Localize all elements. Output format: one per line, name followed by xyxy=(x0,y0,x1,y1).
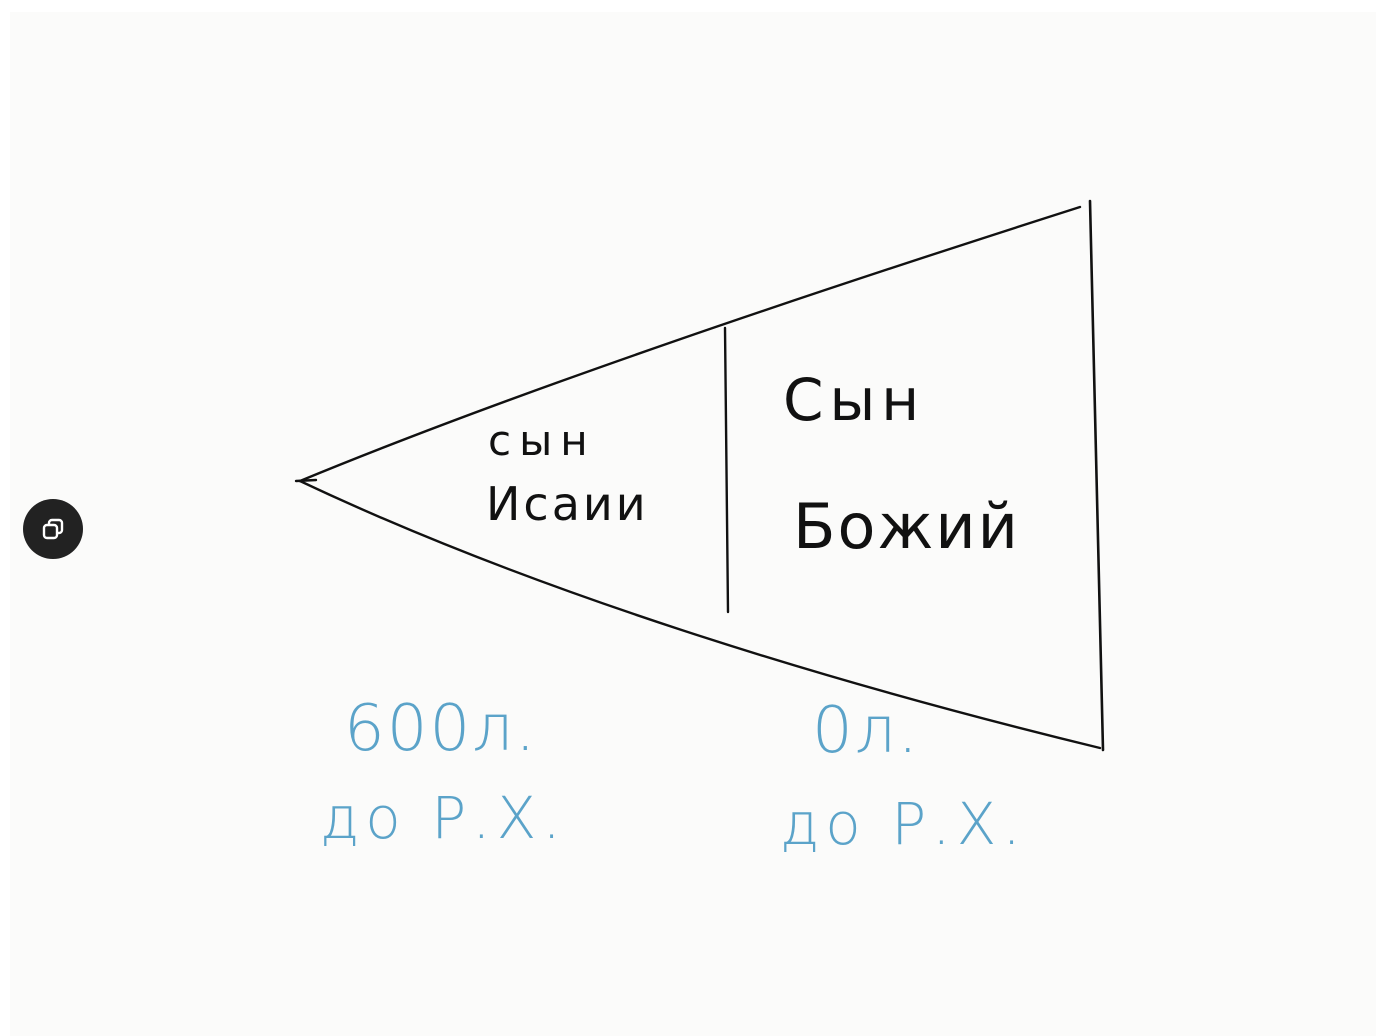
cone-upper-edge xyxy=(298,205,1082,483)
copy-icon xyxy=(42,518,64,540)
date-right-year: 0л. xyxy=(812,694,920,768)
cone-divider xyxy=(723,326,730,614)
label-son-of-god-line1: Сын xyxy=(783,366,925,434)
label-son-of-jesse-line2: Исаии xyxy=(486,477,649,531)
cone-tip xyxy=(294,478,318,483)
cone-lower-edge xyxy=(298,479,1102,750)
label-son-of-jesse-line1: сын xyxy=(488,416,596,465)
copy-button[interactable] xyxy=(23,499,83,559)
label-son-of-god-line2: Божий xyxy=(793,490,1020,563)
whiteboard xyxy=(10,12,1376,1036)
date-left-year: 600л. xyxy=(344,692,537,766)
date-left-era: до Р.Х. xyxy=(320,784,567,852)
cone-base-edge xyxy=(1088,199,1105,752)
date-right-era: до Р.Х. xyxy=(780,790,1027,858)
